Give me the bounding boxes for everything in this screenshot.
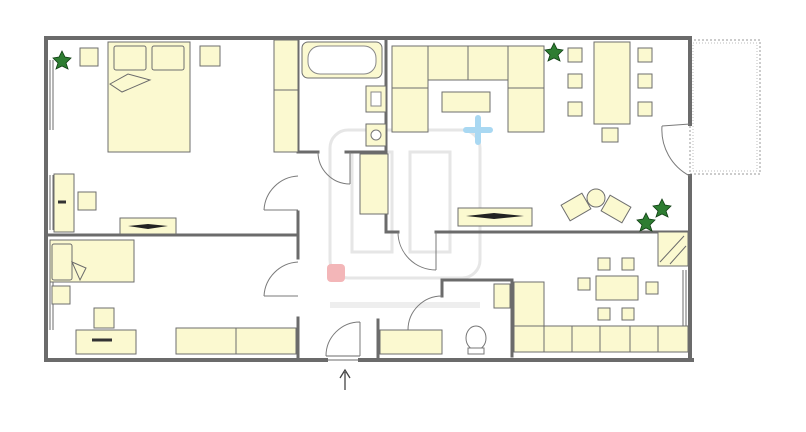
sofa-seat (391, 45, 429, 89)
plant-icon (544, 42, 564, 62)
hallway (359, 153, 443, 355)
pillow (51, 243, 73, 281)
entrance-door (325, 321, 361, 357)
exterior-walls (44, 36, 694, 362)
watermark-dot (327, 264, 345, 282)
shoe-cabinet (379, 329, 443, 355)
wardrobe (273, 39, 299, 153)
doors (263, 123, 691, 361)
chair (567, 73, 583, 89)
chair (637, 101, 653, 117)
chair (637, 73, 653, 89)
sofa-seat (507, 45, 545, 89)
chair (621, 307, 635, 321)
plant-icon (652, 198, 672, 218)
watermark-cross (463, 115, 493, 145)
nightstand (51, 285, 71, 305)
chair (637, 47, 653, 63)
door-living-room (397, 231, 437, 271)
chair (601, 127, 619, 143)
table (595, 275, 639, 301)
side-table (586, 188, 606, 208)
chair (597, 307, 611, 321)
dining-table (593, 41, 631, 125)
bedroom-main (53, 39, 299, 235)
door-bedroom-small (263, 261, 299, 297)
sofa-seat (467, 45, 509, 81)
balcony (689, 39, 761, 175)
wc (465, 283, 511, 355)
pillow (113, 45, 147, 71)
chair (567, 101, 583, 117)
dining-kitchen (513, 231, 689, 353)
sofa-seat (507, 87, 545, 133)
chair (645, 281, 659, 295)
chair (567, 47, 583, 63)
plant-icon (52, 50, 72, 70)
wardrobe (235, 327, 297, 355)
armchair (600, 194, 632, 224)
door-wc (407, 295, 443, 331)
bathroom (301, 41, 387, 147)
chair (597, 257, 611, 271)
sofa-seat (427, 45, 469, 81)
pillow (151, 45, 185, 71)
nightstand (79, 47, 99, 67)
door-bedroom-main (263, 175, 299, 211)
living-room (391, 41, 653, 227)
up-arrow-icon (339, 368, 351, 390)
door-balcony (661, 123, 691, 177)
nightstand (199, 45, 221, 67)
plant-icon (636, 212, 656, 232)
chair (577, 277, 591, 291)
chair (77, 191, 97, 211)
bedroom-small (49, 239, 297, 355)
chair (621, 257, 635, 271)
wardrobe (175, 327, 237, 355)
chair (93, 307, 115, 329)
coffee-table (441, 91, 491, 113)
sofa-seat (391, 87, 429, 133)
armchair (560, 192, 592, 222)
desk (75, 329, 137, 355)
door-bathroom (317, 151, 351, 185)
toilet (465, 325, 487, 351)
wc-sink (493, 283, 511, 309)
hall-cabinet (359, 153, 389, 215)
